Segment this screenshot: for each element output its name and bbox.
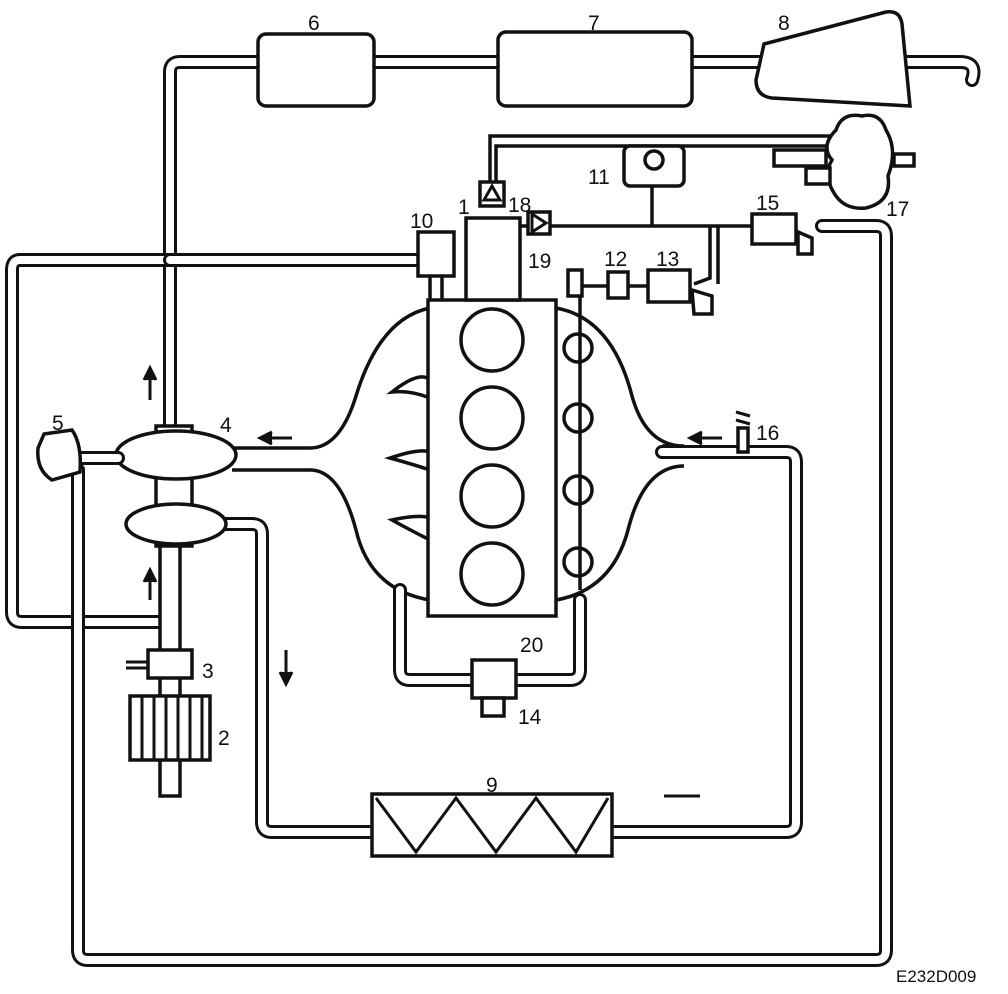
air-filter-8 [754,10,912,108]
label-12: 12 [604,248,627,271]
solenoid-13-connector [690,287,714,316]
filter-2 [128,694,212,762]
label-20: 20 [520,634,543,657]
crankcase-vent [393,583,587,718]
label-5: 5 [52,412,64,435]
engine-block [426,298,558,618]
valve-15-connector [796,229,814,256]
label-7: 7 [588,12,600,35]
cylinder [459,463,525,529]
label-18: 18 [508,194,531,217]
throttle-housing-1 [464,216,522,302]
silencer-7 [496,30,694,108]
figure-code: E232D009 [896,967,976,986]
solenoid-13 [646,268,692,304]
intake-manifold [555,306,685,602]
bypass-line [5,253,427,629]
label-17: 17 [886,198,909,221]
flow-arrows [142,364,722,798]
sensor-3-connector [126,660,148,670]
wastegate-actuator-5 [36,428,125,482]
charge-air-pipe [213,445,803,839]
label-11: 11 [588,166,610,189]
brake-booster-17 [772,113,916,210]
label-19: 19 [528,250,551,273]
silencer-6 [256,32,376,108]
label-15: 15 [756,192,779,215]
check-valve-18 [526,210,552,236]
label-8: 8 [778,12,790,35]
label-3: 3 [202,660,214,683]
label-1: 1 [458,196,470,219]
cylinder [459,307,525,373]
label-6: 6 [308,12,320,35]
intake-pipe-upper [163,55,981,437]
label-2: 2 [218,727,230,750]
turbine-4 [114,429,238,481]
actuator-loop [71,219,893,967]
valve-15 [750,212,798,246]
sensor-16 [735,410,751,454]
cylinder [459,385,525,451]
cylinder [459,541,525,607]
valve-10 [416,230,456,278]
label-10: 10 [410,210,433,233]
label-14: 14 [518,706,542,729]
valve-12 [606,270,630,300]
label-13: 13 [656,248,679,271]
valve-11-port [643,149,665,171]
compressor-wheel [124,502,228,546]
label-9: 9 [486,774,498,797]
check-valve-upper [478,180,506,208]
intercooler-9 [370,792,614,858]
label-16: 16 [756,422,779,445]
control-lines [428,134,838,590]
label-4: 4 [220,414,232,437]
sensor-19 [566,268,584,298]
sensor-3 [146,648,194,680]
